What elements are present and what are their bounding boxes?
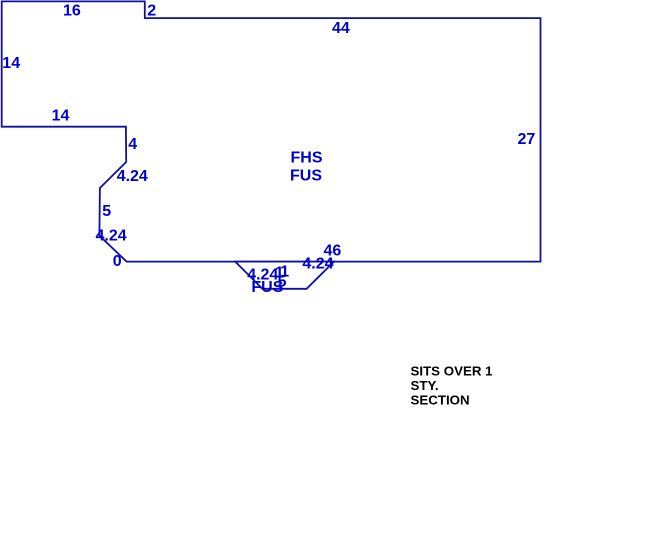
svg-text:SECTION: SECTION — [411, 392, 470, 407]
svg-text:STY.: STY. — [411, 378, 439, 393]
svg-text:4.24: 4.24 — [247, 267, 278, 284]
svg-text:FUS: FUS — [251, 279, 283, 296]
svg-text:SITS OVER 1: SITS OVER 1 — [411, 364, 494, 379]
svg-text:27: 27 — [518, 131, 536, 148]
svg-text:4: 4 — [128, 136, 137, 153]
svg-text:14: 14 — [2, 55, 20, 72]
svg-text:1: 1 — [280, 264, 289, 281]
svg-text:0: 0 — [113, 253, 122, 270]
svg-text:14: 14 — [52, 107, 70, 124]
svg-text:1: 1 — [275, 265, 284, 282]
svg-text:FUS: FUS — [290, 167, 322, 184]
svg-text:4.24: 4.24 — [117, 168, 148, 185]
svg-text:4.24: 4.24 — [302, 255, 333, 272]
svg-text:16: 16 — [63, 3, 81, 20]
svg-text:4.24: 4.24 — [96, 228, 127, 245]
svg-text:5: 5 — [102, 203, 111, 220]
svg-text:2: 2 — [147, 3, 156, 20]
svg-text:46: 46 — [324, 242, 342, 259]
svg-text:44: 44 — [332, 20, 350, 37]
svg-text:FHS: FHS — [291, 150, 323, 167]
svg-text:5: 5 — [278, 273, 287, 290]
